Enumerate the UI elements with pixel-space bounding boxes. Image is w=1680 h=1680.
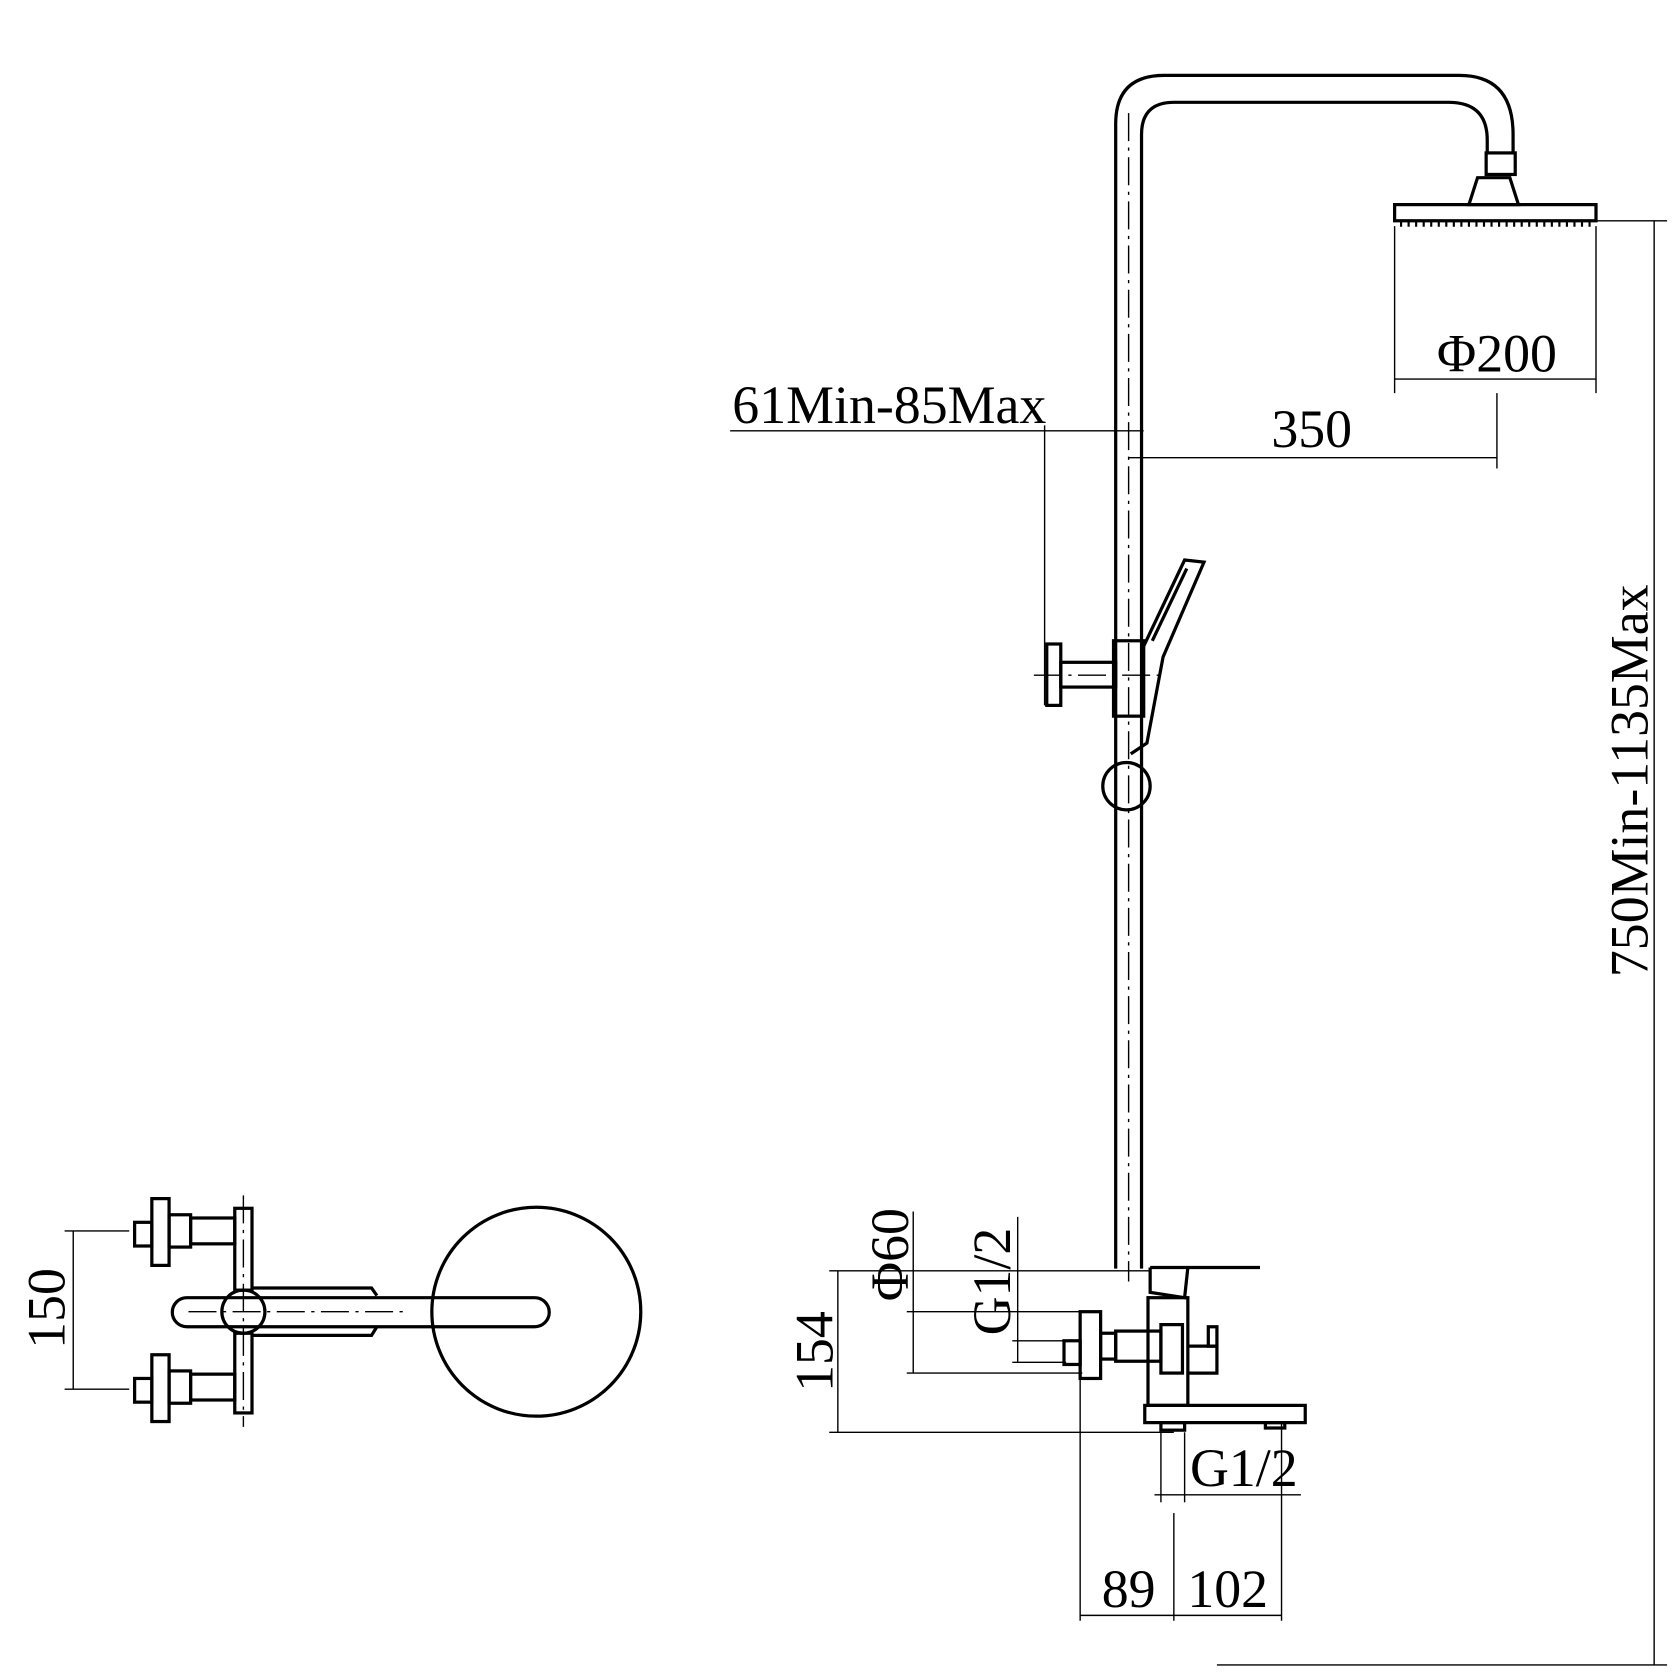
inlet-spacing-label: 150: [17, 1268, 77, 1349]
dimension-inlet-thread: G1/2: [962, 1216, 1067, 1364]
dimension-arm-projection: 350: [1128, 393, 1498, 469]
wall-distance-label: 61Min-85Max: [732, 375, 1046, 435]
dimension-flange-diameter: Φ60: [860, 1208, 1083, 1374]
bath-mixer-side: [1062, 1265, 1307, 1432]
dimension-mixer-height: 154: [784, 1270, 1174, 1434]
flange-diameter-label: Φ60: [860, 1208, 920, 1301]
mixer-top-view: [133, 1195, 643, 1427]
dimension-inlet-spacing: 150: [17, 1230, 130, 1390]
hand-shower: [1033, 558, 1207, 812]
dimension-head-diameter: Φ200: [1393, 226, 1597, 394]
dimension-wall-distance: 61Min-85Max: [730, 375, 1144, 706]
dimension-spout-offsets: 89 102: [1079, 1378, 1283, 1621]
head-diameter-label: Φ200: [1437, 324, 1557, 384]
dimension-outlet-thread: G1/2: [1154, 1432, 1301, 1503]
spout-reach-label: 102: [1187, 1559, 1268, 1619]
dimension-height-range: 750Min-1135Max: [1216, 220, 1668, 1666]
outlet-thread-label: G1/2: [1190, 1438, 1298, 1498]
shower-rail: [1114, 73, 1515, 1282]
height-range-label: 750Min-1135Max: [1600, 584, 1660, 977]
mixer-height-label: 154: [784, 1311, 844, 1392]
inlet-thread-label: G1/2: [962, 1228, 1022, 1336]
valve-bottom: [133, 1353, 237, 1424]
valve-top: [133, 1197, 237, 1267]
arm-projection-label: 350: [1271, 399, 1352, 459]
rain-shower-head: [1392, 151, 1598, 227]
wall-to-spout-label: 89: [1102, 1559, 1156, 1619]
